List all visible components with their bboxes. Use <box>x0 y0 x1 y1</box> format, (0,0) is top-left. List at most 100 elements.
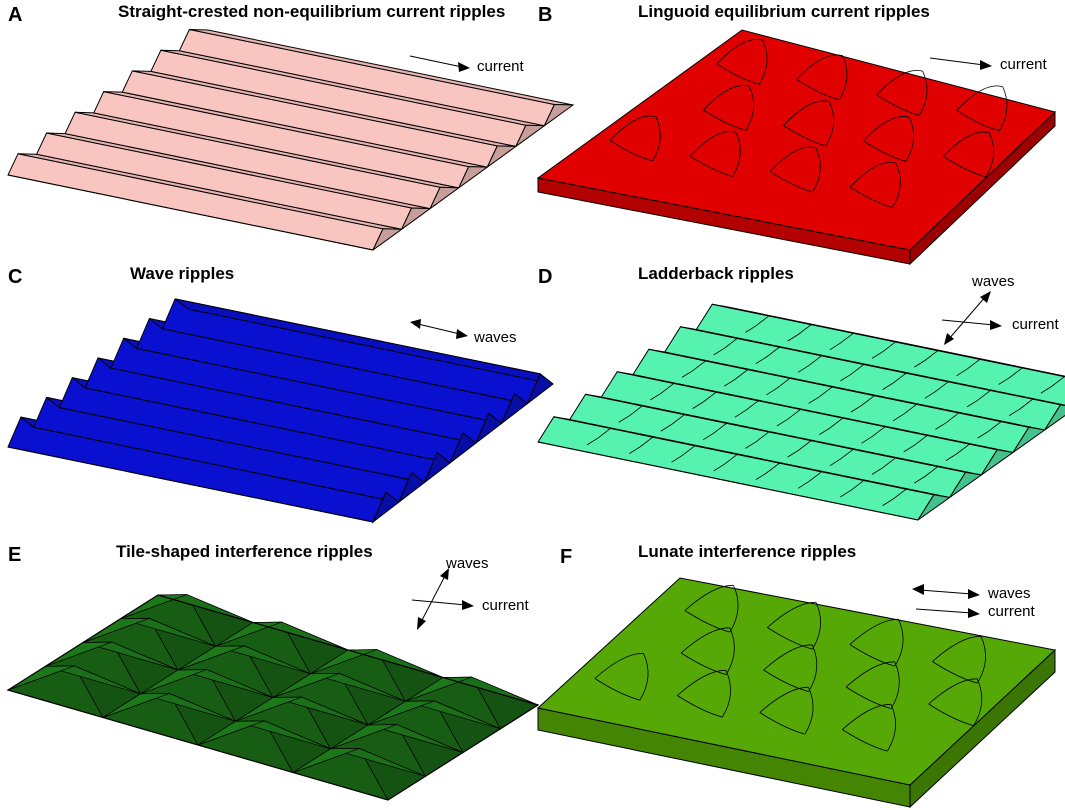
panel-title-e: Tile-shaped interference ripples <box>116 542 373 561</box>
lunate-trough-line <box>842 729 888 752</box>
ladder-crest-line <box>702 422 728 441</box>
ladder-crest-line <box>713 337 738 356</box>
lunate-trough-line <box>796 79 840 101</box>
lunate-lee-line <box>887 704 896 752</box>
ladder-crest-line <box>1009 398 1034 416</box>
lunate-crest-line <box>956 85 1003 111</box>
ripple-stoss-face <box>695 303 1065 406</box>
waves-arrow-d <box>947 295 987 341</box>
lunate-lee-line <box>825 101 835 147</box>
ladder-crest-line <box>998 367 1023 385</box>
ladder-crest-line <box>586 427 612 446</box>
arrow-label-waves-e: waves <box>445 555 489 572</box>
slab-top-face <box>536 29 1056 251</box>
lunate-crest-line <box>842 703 891 730</box>
lunate-lee-line <box>998 86 1008 132</box>
tile-facet <box>310 649 377 675</box>
lunate-lee-line <box>918 70 928 116</box>
lunate-lee-line <box>812 602 821 650</box>
current-arrow-d <box>941 319 995 326</box>
tile-facet <box>367 700 435 726</box>
waves-arrowhead-high-e <box>440 568 449 580</box>
ladder-crest-line <box>650 382 675 401</box>
lunate-crest-line <box>677 669 726 696</box>
ladder-crest-line <box>861 426 886 444</box>
waves-arrowhead-high-d <box>980 291 991 303</box>
lunate-trough-line <box>716 63 760 85</box>
lunate-trough-line <box>845 686 892 709</box>
lunate-lee-line <box>745 86 755 131</box>
lunate-crest-line <box>783 100 830 126</box>
ladder-crest-line <box>660 413 686 432</box>
lunate-lee-line <box>973 678 983 726</box>
lunate-trough-line <box>680 652 727 675</box>
lunate-trough-line <box>609 140 653 162</box>
panel-title-b: Linguoid equilibrium current ripples <box>638 2 930 21</box>
ladder-crest-line <box>945 443 971 461</box>
panel-d: D Ladderback ripples waves current <box>530 262 1065 532</box>
lunate-lee-line <box>732 132 741 177</box>
current-arrow-a <box>409 55 463 68</box>
lunate-trough-line <box>849 186 893 208</box>
panel-c: C Wave ripples waves <box>0 262 554 532</box>
ripple-block-c: waves <box>7 298 554 524</box>
ladder-crest-line <box>692 391 717 409</box>
ripple-block-e: waves current <box>6 555 540 801</box>
ripple-block-d: waves current <box>537 273 1065 521</box>
lunate-crest-line <box>703 85 750 111</box>
lunate-crest-line <box>876 69 923 96</box>
lunate-crest-line <box>943 131 990 157</box>
lunate-trough-line <box>943 156 987 178</box>
ripple-block-f: waves current <box>536 577 1057 809</box>
ladder-crest-line <box>935 412 960 430</box>
current-arrow-e <box>411 599 467 606</box>
ladder-crest-line <box>797 355 823 373</box>
ladder-crest-line <box>808 386 833 404</box>
ladder-crest-line <box>618 405 643 423</box>
ladder-crest-line <box>914 349 939 368</box>
lunate-lee-line <box>808 644 818 692</box>
lunate-lee-line <box>804 687 814 735</box>
arrow-label-waves-f: waves <box>987 585 1031 602</box>
lunate-crest-line <box>845 661 895 688</box>
lunate-crest-line <box>796 54 843 80</box>
lunate-trough-line <box>956 110 1000 132</box>
ladder-crest-line <box>755 462 781 480</box>
waves-arrowhead-low-d <box>944 333 954 345</box>
lunate-trough-line <box>763 669 809 692</box>
panel-b: B Linguoid equilibrium current ripples c… <box>530 0 1065 266</box>
tile-facet <box>272 673 340 698</box>
ladder-crest-line <box>734 400 760 418</box>
lunate-crest-line <box>716 38 763 65</box>
ladder-crest-line <box>840 363 865 382</box>
panel-letter-f: F <box>560 546 573 568</box>
lunate-crest-line <box>594 652 644 679</box>
ladder-crest-line <box>755 346 781 364</box>
arrow-label-current-e: current <box>482 597 530 614</box>
ladder-crest-line <box>829 448 855 467</box>
lunate-trough-line <box>863 140 907 162</box>
waves-arrowhead-right-f <box>968 589 980 599</box>
lunate-lee-line <box>977 636 986 684</box>
lunate-crest-line <box>767 601 816 628</box>
ladder-crest-line <box>956 358 981 377</box>
ladder-crest-line <box>787 439 812 458</box>
ripple-lee-face <box>712 303 1065 378</box>
block-front-edge <box>7 446 374 523</box>
lunate-trough-line <box>759 712 805 735</box>
ladder-crest-line <box>892 403 918 422</box>
lunate-trough-line <box>767 627 813 650</box>
ladder-crest-line <box>713 453 738 472</box>
block-front-edge <box>7 174 374 251</box>
tile-facet <box>177 645 245 671</box>
panel-letter-c: C <box>8 266 23 288</box>
ladder-crest-line <box>776 408 802 427</box>
arrow-label-waves-c: waves <box>473 329 517 346</box>
tile-facet <box>197 720 265 746</box>
ladder-crest-line <box>745 315 770 333</box>
arrow-label-current-b: current <box>1000 56 1048 73</box>
arrow-label-current-f: current <box>988 603 1036 620</box>
panel-a: A Straight-crested non-equilibrium curre… <box>0 0 575 260</box>
ladder-crest-line <box>903 434 928 453</box>
lunate-crest-line <box>680 627 730 654</box>
